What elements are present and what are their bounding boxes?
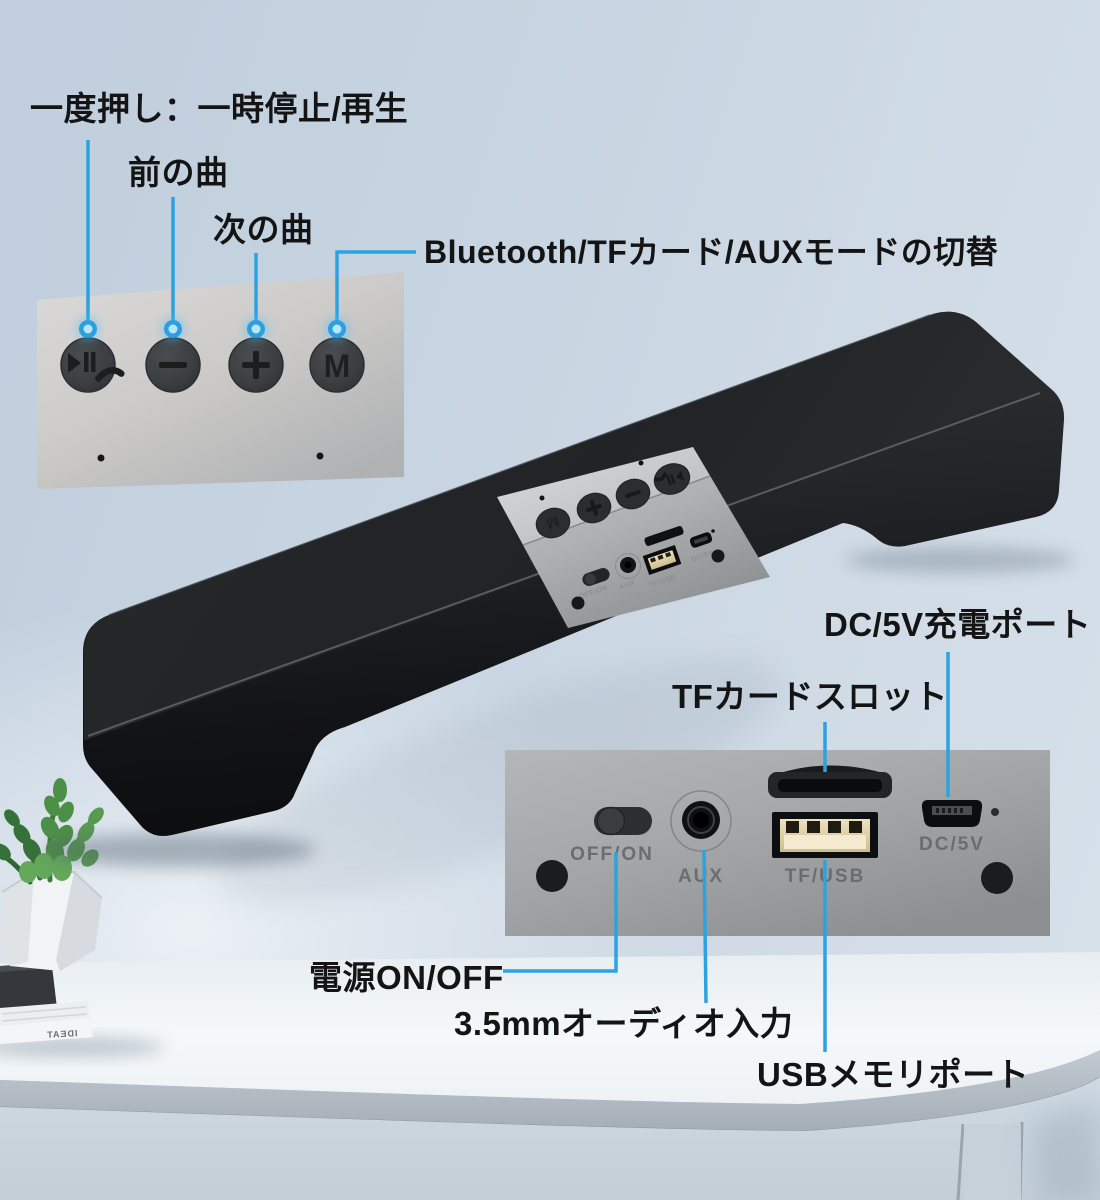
panel-mic-hole — [539, 495, 545, 501]
inset-led-hole — [991, 808, 999, 816]
panel-screw-left — [571, 596, 585, 610]
drawer-seam-left — [956, 1123, 965, 1200]
inset-mic-hole-left — [97, 454, 105, 462]
inset-dc-label: DC/5V — [919, 834, 985, 855]
label-tf-card-slot: TFカードスロット — [672, 678, 948, 715]
plant-foliage — [0, 778, 104, 885]
label-press-once: 一度押し：一時停止/再生 — [30, 90, 409, 127]
soundbar-top-edge-light — [108, 314, 931, 616]
panel-power-switch — [582, 568, 610, 586]
panel-play-pause-phone-icon — [654, 470, 685, 486]
inset-screw-left — [536, 860, 568, 892]
label-usb-memory-port: USBメモリポート — [757, 1056, 1030, 1093]
label-mode-switch: Bluetooth/TFカード/AUXモードの切替 — [424, 234, 999, 270]
inset-screw-right — [981, 862, 1013, 894]
panel-usb-port — [642, 545, 682, 575]
inset-usb-port — [772, 812, 878, 858]
inset-button-minus — [145, 337, 201, 393]
soundbar: M O — [83, 311, 1065, 836]
label-dc-port: DC/5V充電ポート — [824, 606, 1092, 643]
control-panel-plate — [497, 447, 770, 628]
panel-aux-jack-hole — [624, 561, 632, 569]
callout-mode — [335, 250, 416, 320]
callout-lines — [86, 140, 950, 1052]
plant-pot-facet-right — [56, 872, 102, 971]
panel-aux-label: AUX — [619, 580, 637, 592]
label-audio-input: 3.5mmオーディオ入力 — [454, 1005, 794, 1042]
inset-button-plus — [228, 337, 284, 393]
inset-tf-slot — [768, 765, 892, 798]
glow-dot — [160, 316, 186, 342]
panel-mic-hole-2 — [638, 460, 644, 466]
panel-volume-down-icon — [625, 489, 641, 499]
inset-aux-label: AUX — [678, 866, 724, 887]
panel-aux-ring — [615, 553, 641, 579]
control-panel: M O — [497, 447, 770, 628]
panel-buttons: M — [535, 460, 691, 539]
speaker-shadows — [45, 547, 1075, 902]
inset-power-label: OFF/ON — [570, 844, 654, 865]
ports-inset: OFF/ON AUX TF/USB — [505, 750, 1050, 936]
control-panel-fold-shade — [523, 476, 770, 628]
inset-mode-label: M — [324, 348, 351, 384]
glow-dot — [324, 316, 350, 342]
label-power-switch: 電源ON/OFF — [309, 959, 504, 996]
book-spine-text: IDEAT — [46, 1028, 78, 1040]
inset-aux-ring — [670, 790, 732, 852]
callout-aux — [702, 849, 708, 1004]
inset-power-switch — [594, 806, 652, 836]
plant-and-books: IDEAT — [0, 778, 165, 1057]
inset-aux-hole — [693, 812, 709, 828]
panel-mode-button-label: M — [544, 512, 561, 532]
callout-glow-dots — [75, 316, 350, 342]
buttons-inset-panel — [37, 272, 404, 489]
callout-power — [503, 852, 618, 973]
desk-front-edge — [0, 1050, 1100, 1131]
plant-pot-facet-left — [0, 872, 34, 966]
inset-button-play — [60, 337, 125, 393]
inset-dc-port — [921, 800, 983, 827]
books-shadow — [0, 1037, 165, 1057]
glow-dot — [243, 316, 269, 342]
under-desk — [0, 1077, 1100, 1200]
panel-dc-port — [689, 532, 713, 548]
inset-aux-jack-rim — [687, 806, 715, 834]
buttons-inset: M — [37, 272, 404, 489]
inset-mic-hole-right — [316, 452, 324, 460]
glow-dot — [75, 316, 101, 342]
inset-button-mode: M — [309, 337, 365, 393]
panel-volume-up-icon — [586, 500, 602, 516]
book-white-spine — [0, 1018, 93, 1044]
under-desk-shade — [1030, 1100, 1100, 1200]
book-dark — [0, 966, 57, 1013]
panel-led-hole — [711, 529, 715, 533]
label-next-track: 次の曲 — [213, 211, 314, 248]
panel-screw-right — [711, 549, 725, 563]
panel-ports: OFF/ON AUX TF/USB DC — [571, 526, 725, 610]
panel-tf-slot — [644, 526, 684, 546]
label-prev-track: 前の曲 — [128, 154, 229, 191]
table-leg — [964, 1124, 1021, 1200]
